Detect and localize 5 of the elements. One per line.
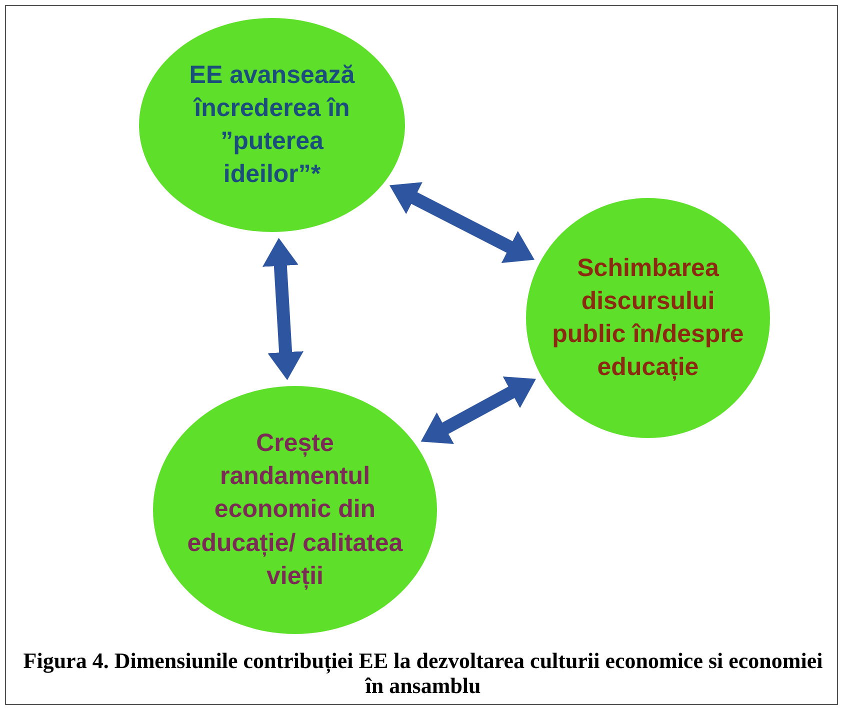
- node-text: Schimbarea discursului public în/despre educație: [551, 252, 745, 384]
- node-text: EE avansează încrederea în ”puterea ideilor”*: [188, 60, 356, 190]
- figure-caption: Figura 4. Dimensiunile contribuției EE la dezvoltarea culturii economice si economiei în ansamblu: [22, 648, 824, 699]
- node-text: Crește randamentul economic din educație/ calitatea vieții: [186, 428, 404, 592]
- double-arrow: [262, 238, 304, 381]
